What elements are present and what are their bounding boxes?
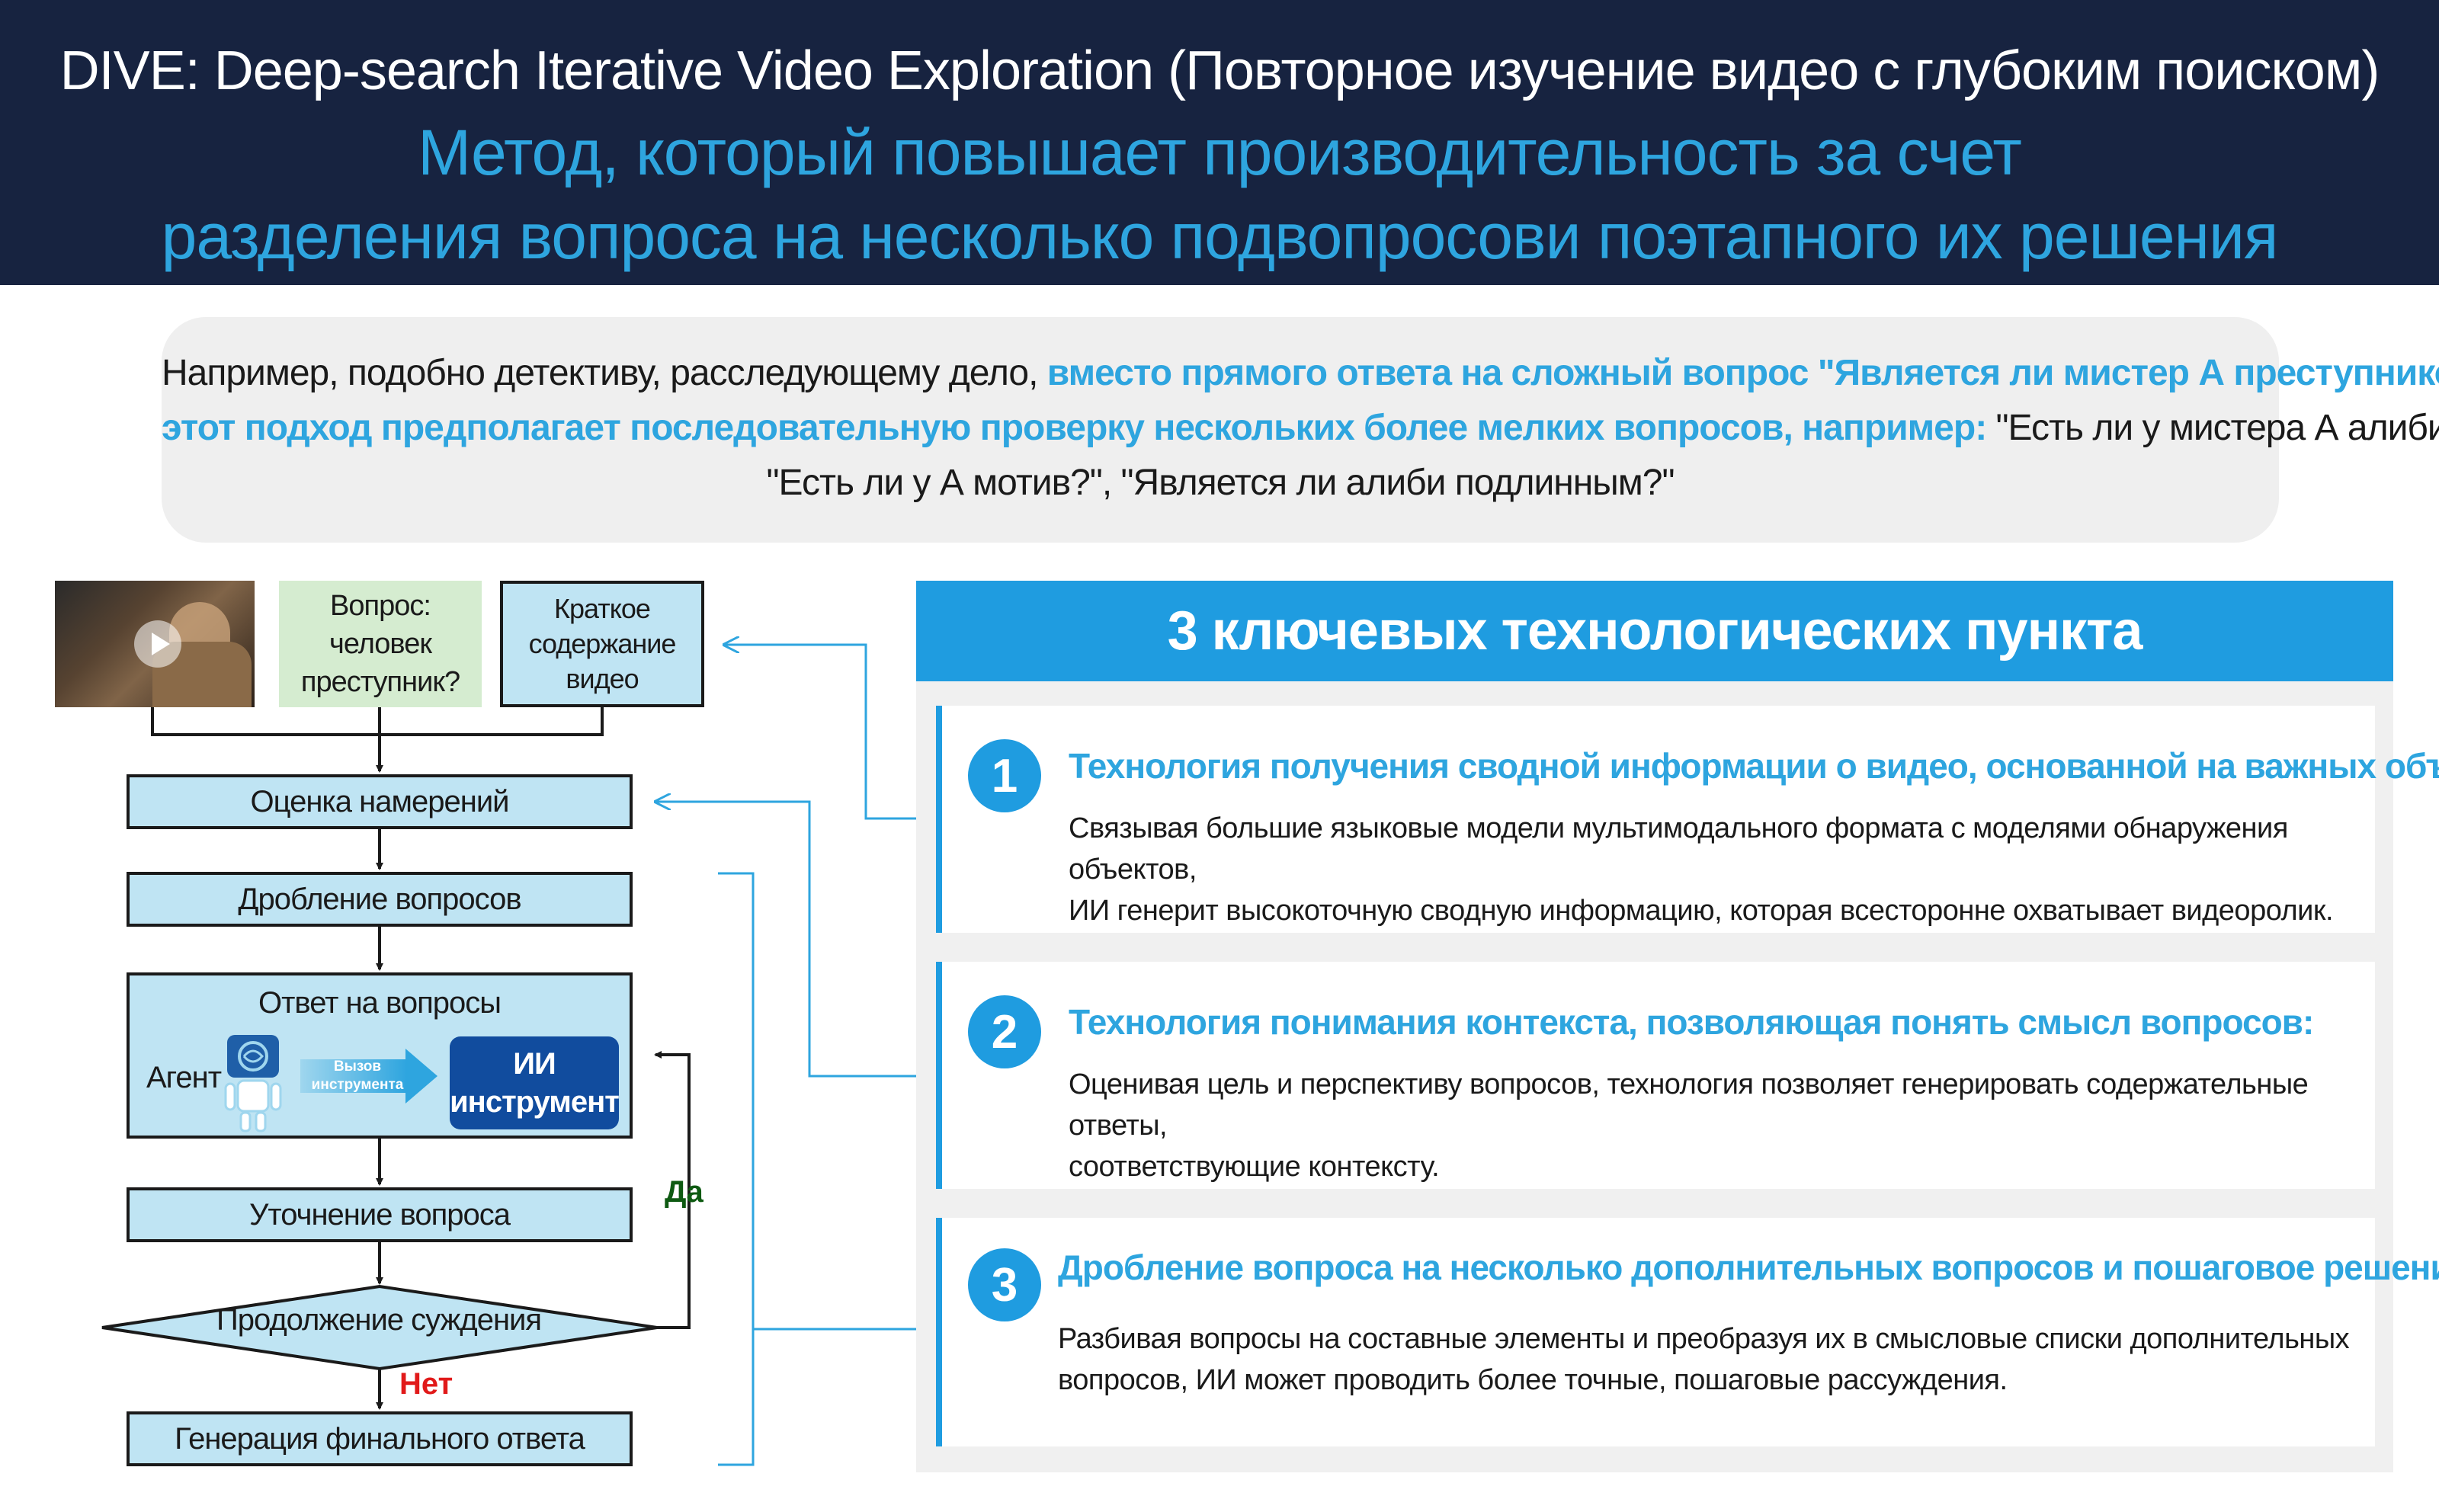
card-body: Разбивая вопросы на составные элементы и…	[1058, 1318, 2350, 1401]
yes-label: Да	[665, 1175, 703, 1209]
ai-tool-line1: ИИ	[513, 1047, 556, 1081]
card-title: Технология получения сводной информации …	[1069, 746, 2439, 786]
agent-brain-icon	[224, 1035, 282, 1132]
example-text: "Есть ли у мистера А алиби?",	[1995, 408, 2439, 448]
question-split-box: Дробление вопросов	[127, 872, 633, 927]
card-title: Технология понимания контекста, позволяю…	[1069, 1002, 2314, 1042]
key-point-card-2: 2 Технология понимания контекста, позвол…	[936, 962, 2375, 1189]
loop-back-arrow	[654, 1051, 691, 1329]
header-banner: DIVE: Deep-search Iterative Video Explor…	[0, 0, 2439, 285]
example-box: Например, подобно детективу, расследующе…	[162, 317, 2439, 543]
tool-call-label: Вызов инструмента	[311, 1059, 404, 1093]
input-merge-lines	[151, 707, 604, 736]
no-label: Нет	[399, 1367, 454, 1401]
example-text: Например, подобно детективу, расследующе…	[162, 353, 1047, 393]
card-number-badge: 1	[968, 739, 1041, 812]
answer-questions-box: Ответ на вопросы Агент Вызов инструмента…	[127, 972, 633, 1139]
video-summary-box: Краткое содержание видео	[500, 581, 704, 707]
decision-diamond	[101, 1284, 658, 1371]
key-point-card-3: 3 Дробление вопроса на несколько дополни…	[936, 1218, 2439, 1446]
card-body-line: вопросов, ИИ может проводить более точны…	[1058, 1364, 2008, 1396]
tool-call-arrow: Вызов инструмента	[300, 1049, 437, 1104]
connector-card3-bracket	[718, 872, 939, 1466]
card-body: Связывая большие языковые модели мультим…	[1069, 808, 2375, 931]
continue-reasoning-label: Продолжение суждения	[216, 1303, 542, 1337]
intent-evaluation-box: Оценка намерений	[127, 774, 633, 829]
arrow-icon	[405, 1049, 437, 1104]
card-body-line: Разбивая вопросы на составные элементы и…	[1058, 1323, 2350, 1355]
card-body-line: ИИ генерит высокоточную сводную информац…	[1069, 895, 2334, 927]
connector-card2-intent	[655, 802, 939, 1078]
connector-card1-summary	[724, 645, 939, 820]
final-answer-box: Генерация финального ответа	[127, 1411, 633, 1466]
question-box: Вопрос: человек преступник?	[279, 581, 482, 707]
header-title: DIVE: Deep-search Iterative Video Explor…	[59, 40, 2380, 101]
card-body-line: Оценивая цель и перспективу вопросов, те…	[1069, 1068, 2309, 1142]
header-subtitle-line2: разделения вопроса на несколько подвопро…	[161, 200, 2279, 272]
card-number-badge: 3	[968, 1248, 1041, 1321]
example-line-3: "Есть ли у А мотив?", "Является ли алиби…	[766, 463, 1675, 503]
example-highlight: вместо прямого ответа на сложный вопрос …	[1046, 353, 2439, 393]
header-subtitle-line1: Метод, который повышает производительнос…	[418, 117, 2022, 188]
card-body: Оценивая цель и перспективу вопросов, те…	[1069, 1064, 2375, 1187]
card-number-badge: 2	[968, 995, 1041, 1068]
agent-label: Агент	[146, 1061, 222, 1094]
refine-question-box: Уточнение вопроса	[127, 1187, 633, 1242]
ai-tool-box: ИИ инструмент	[450, 1036, 620, 1129]
card-body-line: соответствующие контексту.	[1069, 1151, 1440, 1183]
arrow-body	[300, 1059, 407, 1093]
panel-title: 3 ключевых технологических пункта	[916, 581, 2393, 681]
answer-title: Ответ на вопросы	[258, 986, 502, 1020]
example-line-2: этот подход предполагает последовательну…	[162, 407, 2439, 449]
card-body-line: Связывая большие языковые модели мультим…	[1069, 812, 2288, 886]
ai-tool-line2: инструмент	[450, 1085, 620, 1119]
video-thumbnail[interactable]	[55, 581, 255, 707]
play-icon[interactable]	[134, 620, 181, 668]
key-point-card-1: 1 Технология получения сводной информаци…	[936, 706, 2439, 933]
example-highlight: этот подход предполагает последовательну…	[162, 408, 1996, 448]
card-title: Дробление вопроса на несколько дополните…	[1058, 1248, 2439, 1287]
example-line-1: Например, подобно детективу, расследующе…	[162, 352, 2439, 394]
